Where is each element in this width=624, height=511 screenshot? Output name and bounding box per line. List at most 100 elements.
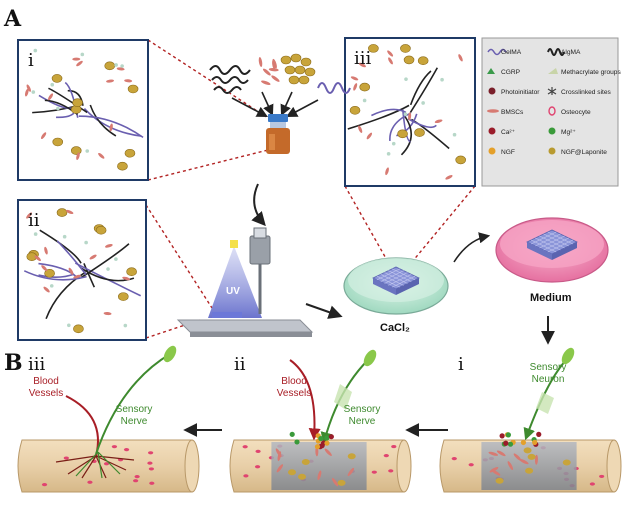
osteocyte xyxy=(123,448,130,452)
ngf-laponite-particle xyxy=(417,56,429,66)
algma-strand-icon xyxy=(213,86,242,94)
bmsc-cell xyxy=(366,132,373,140)
ngf-laponite-particle xyxy=(72,98,83,108)
osteocyte xyxy=(149,481,155,485)
cgrp-triangle-icon xyxy=(487,68,495,74)
released-ion xyxy=(499,433,505,439)
legend-label: NGF@Laponite xyxy=(561,149,607,156)
ingredients xyxy=(209,53,351,118)
cacl2-label: CaCl₂ xyxy=(380,322,410,334)
magnesium-dot-icon xyxy=(548,127,556,135)
released-ion xyxy=(507,441,514,447)
osteocyte xyxy=(468,463,474,467)
released-ion xyxy=(503,440,509,446)
released-ion xyxy=(324,440,330,446)
methacrylate-group xyxy=(114,257,118,261)
algma-scribble-icon xyxy=(547,48,565,56)
ngf-laponite-particle xyxy=(294,65,306,75)
legend-label: Ca²⁺ xyxy=(501,129,516,136)
bone-stage-i xyxy=(439,439,622,493)
bmsc-cell xyxy=(40,132,47,140)
crosslink-star-icon xyxy=(547,87,557,95)
bmsc-cell xyxy=(105,244,113,248)
osteocyte xyxy=(147,461,153,465)
methacrylate-group xyxy=(362,98,367,103)
arrow-vial-to-printer xyxy=(251,183,266,227)
medium-label: Medium xyxy=(530,292,572,304)
bmsc-cell xyxy=(34,255,41,262)
algma-chain xyxy=(80,243,130,279)
implanted-scaffold xyxy=(481,442,577,490)
gelma-wave-icon xyxy=(487,48,507,56)
bmsc-cell xyxy=(350,76,359,81)
bmsc-cell xyxy=(106,79,115,83)
released-ion xyxy=(505,432,512,438)
methacrylate-group xyxy=(33,48,38,53)
gelma-chain xyxy=(371,108,407,117)
ngf-laponite-particle xyxy=(44,269,55,278)
gelma-chain xyxy=(56,240,87,276)
bmsc-cell xyxy=(271,75,280,82)
uv-light-cone xyxy=(208,246,262,318)
methacrylate-group xyxy=(403,112,408,116)
stage-iii-growth xyxy=(55,345,177,479)
osteocyte xyxy=(371,470,377,474)
bone-stage-iii xyxy=(17,439,200,493)
osteocyte xyxy=(148,451,154,455)
gelma-chain xyxy=(83,108,142,137)
bmsc-cell xyxy=(358,125,363,133)
gelma-chain xyxy=(389,112,412,141)
bmsc-cell xyxy=(72,57,81,61)
bmsc-cell xyxy=(358,62,366,68)
ngf-laponite-particle xyxy=(349,106,361,115)
arrow-printer-to-dish xyxy=(305,303,343,319)
osteocyte xyxy=(63,456,69,460)
osteocyte xyxy=(255,449,261,453)
bmsc-cell xyxy=(122,276,131,281)
ngf-laponite-particle xyxy=(117,161,128,171)
osteocyte xyxy=(148,467,154,471)
neuron-soma xyxy=(163,345,177,363)
ngf-laponite-particle xyxy=(403,55,415,65)
bmsc-cell xyxy=(385,167,389,176)
bmsc-cell xyxy=(408,112,412,121)
methacrylate-group xyxy=(120,64,124,68)
gelma-chain xyxy=(78,115,144,139)
bmsc-cell xyxy=(25,88,29,97)
bmsc-cell xyxy=(98,152,105,159)
bmsc-cell xyxy=(41,265,48,272)
bmsc-cell xyxy=(261,80,271,86)
bmsc-cell xyxy=(272,58,277,69)
blood-vessel xyxy=(289,359,321,441)
stage-numeral-i: i xyxy=(458,354,464,375)
stage-i-growth xyxy=(499,347,575,447)
methacrylate-group xyxy=(49,284,54,288)
osteocyte xyxy=(589,482,595,486)
osteocyte xyxy=(388,469,394,473)
cgrp-release xyxy=(334,384,352,410)
neuron-soma xyxy=(363,349,377,367)
released-ion xyxy=(536,431,542,437)
ngf-laponite-particle xyxy=(304,67,316,77)
inset-label-ii: ii xyxy=(28,210,40,231)
cacl2-dish: CaCl₂ xyxy=(343,257,449,334)
vial xyxy=(266,114,290,154)
bmsc-cell xyxy=(124,79,133,83)
ngf-laponite-particle xyxy=(52,137,64,147)
algma-chain xyxy=(45,271,86,320)
legend-label: CGRP xyxy=(501,69,521,76)
osteocyte xyxy=(103,462,110,466)
algma-chain xyxy=(347,104,410,130)
ngf-dot-icon xyxy=(488,147,496,155)
algma-chain xyxy=(409,67,439,113)
calcium-dot-icon xyxy=(488,127,496,135)
gelma-chain xyxy=(407,118,437,129)
methacrylate-group xyxy=(67,323,71,328)
methacrylate-group xyxy=(421,101,425,105)
osteocyte xyxy=(41,483,48,487)
ngf-laponite-particle xyxy=(359,82,371,92)
ngf-laponite-particle xyxy=(56,208,68,217)
